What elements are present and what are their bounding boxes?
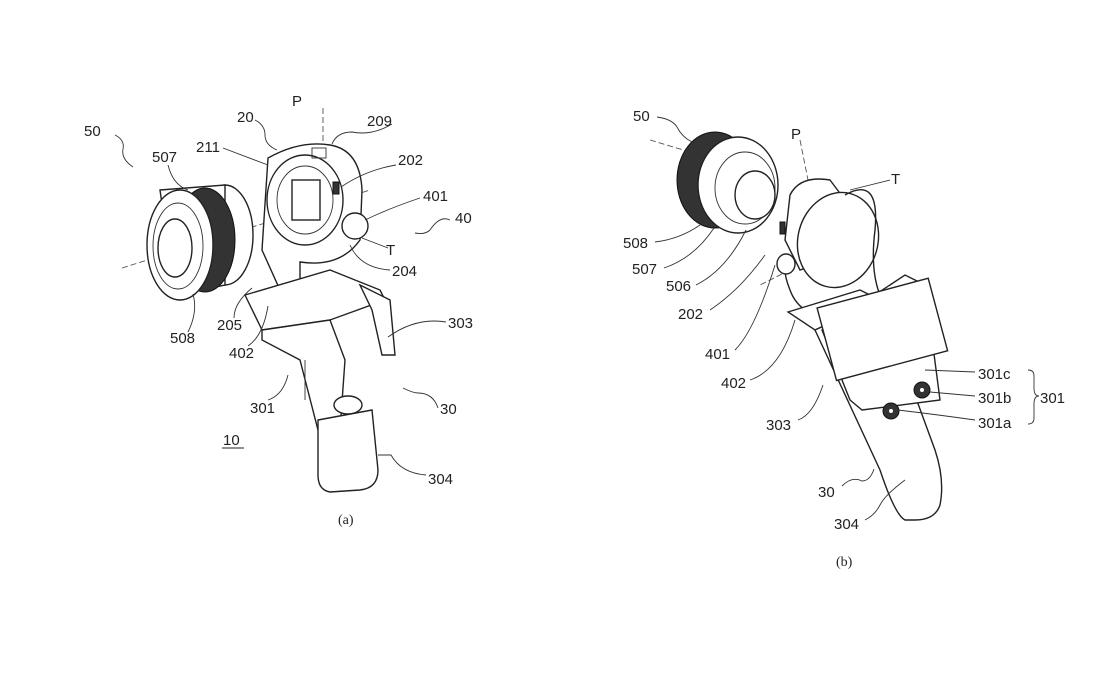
label-T: T — [891, 171, 900, 188]
label-508: 508 — [170, 330, 195, 347]
label-209: 209 — [367, 113, 392, 130]
label-301a: 301a — [978, 415, 1012, 432]
grip-body-a — [244, 269, 396, 493]
label-507: 507 — [152, 149, 177, 166]
leader-lines-a — [114, 119, 451, 476]
figure-b-labels: 50 P T 508 507 506 202 401 402 303 301c … — [623, 108, 1065, 570]
caption-b: (b) — [836, 555, 853, 570]
gimbal-head-a — [261, 143, 369, 291]
leader-lines-b — [654, 116, 1040, 521]
caption-a: (a) — [338, 513, 354, 528]
label-402: 402 — [229, 345, 254, 362]
label-508: 508 — [623, 235, 648, 252]
figure-a-device — [114, 108, 451, 493]
label-30: 30 — [818, 484, 835, 501]
label-10: 10 — [223, 432, 240, 449]
label-P: P — [791, 126, 801, 143]
label-20: 20 — [237, 109, 254, 126]
label-304: 304 — [834, 516, 859, 533]
label-401: 401 — [423, 188, 448, 205]
figure-a-labels: 50 507 20 P 209 211 202 401 40 T 204 205… — [84, 93, 473, 528]
label-303: 303 — [766, 417, 791, 434]
label-506: 506 — [666, 278, 691, 295]
label-30: 30 — [440, 401, 457, 418]
label-402: 402 — [721, 375, 746, 392]
label-301c: 301c — [978, 366, 1011, 383]
label-202: 202 — [398, 152, 423, 169]
label-T: T — [386, 242, 395, 259]
label-301b: 301b — [978, 390, 1011, 407]
label-204: 204 — [392, 263, 417, 280]
figure-b-device — [649, 116, 1040, 521]
label-50: 50 — [633, 108, 650, 125]
label-40: 40 — [455, 210, 472, 227]
label-50: 50 — [84, 123, 101, 140]
label-304: 304 — [428, 471, 453, 488]
label-401: 401 — [705, 346, 730, 363]
label-211: 211 — [196, 139, 220, 156]
gimbal-head-b — [776, 178, 881, 321]
lens-unit-a — [146, 184, 254, 301]
label-202: 202 — [678, 306, 703, 323]
label-303: 303 — [448, 315, 473, 332]
label-301: 301 — [250, 400, 275, 417]
label-507: 507 — [632, 261, 657, 278]
label-301: 301 — [1040, 390, 1065, 407]
label-205: 205 — [217, 317, 242, 334]
grip-body-b — [786, 274, 949, 521]
lens-unit-b — [676, 131, 779, 234]
label-P: P — [292, 93, 302, 110]
